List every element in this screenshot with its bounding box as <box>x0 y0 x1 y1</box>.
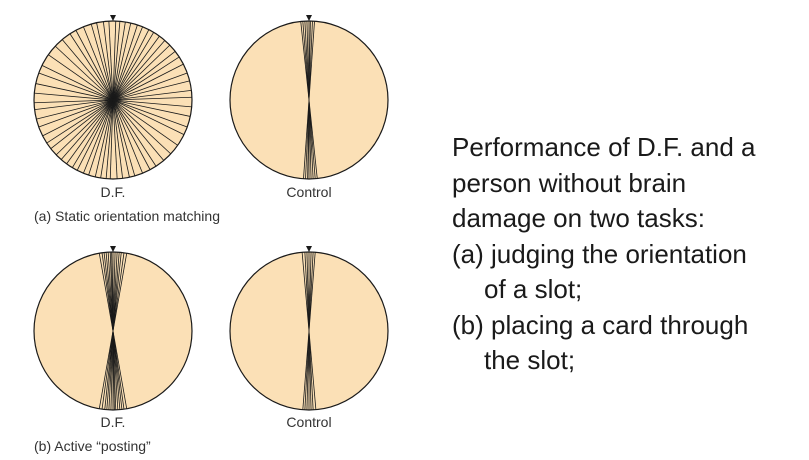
panel-b: D.F. Control (b) Active “posting” <box>33 246 389 454</box>
caption-line: of a slot; <box>484 274 583 304</box>
orientation-marker-icon <box>110 15 116 21</box>
panel-caption: (a) Static orientation matching <box>34 208 220 224</box>
disc-control-posting: Control <box>229 246 389 430</box>
response-lines <box>34 21 192 179</box>
orientation-figure: D.F. Control (a) Static orientation matc… <box>33 15 389 454</box>
caption-line: (a) judging the orientation <box>452 238 747 269</box>
orientation-marker-icon <box>110 246 116 252</box>
disc-control-static: Control <box>229 15 389 200</box>
orientation-marker-icon <box>306 15 312 21</box>
disc-label: Control <box>286 414 331 430</box>
panel-caption: (b) Active “posting” <box>34 438 151 454</box>
response-lines <box>300 21 318 179</box>
caption-line: (b) placing a card through <box>452 309 749 340</box>
response-line <box>303 21 315 179</box>
disc-label: D.F. <box>101 184 126 200</box>
caption-line: the slot; <box>484 345 576 375</box>
figure-caption: Performance of D.F. and a person without… <box>452 130 802 379</box>
caption-line: Performance of D.F. and a <box>452 132 756 162</box>
response-line <box>34 92 192 108</box>
caption-line: damage on two tasks: <box>452 203 705 233</box>
orientation-marker-icon <box>306 246 312 252</box>
disc-label: D.F. <box>101 414 126 430</box>
disc-df-static: D.F. <box>33 15 193 200</box>
response-line <box>302 252 316 410</box>
caption-line: person without brain <box>452 167 687 198</box>
disc-df-posting: D.F. <box>33 246 193 430</box>
panel-a: D.F. Control (a) Static orientation matc… <box>33 15 389 224</box>
response-line <box>98 253 128 409</box>
response-lines <box>98 252 128 410</box>
disc-label: Control <box>286 184 331 200</box>
response-lines <box>301 252 317 410</box>
